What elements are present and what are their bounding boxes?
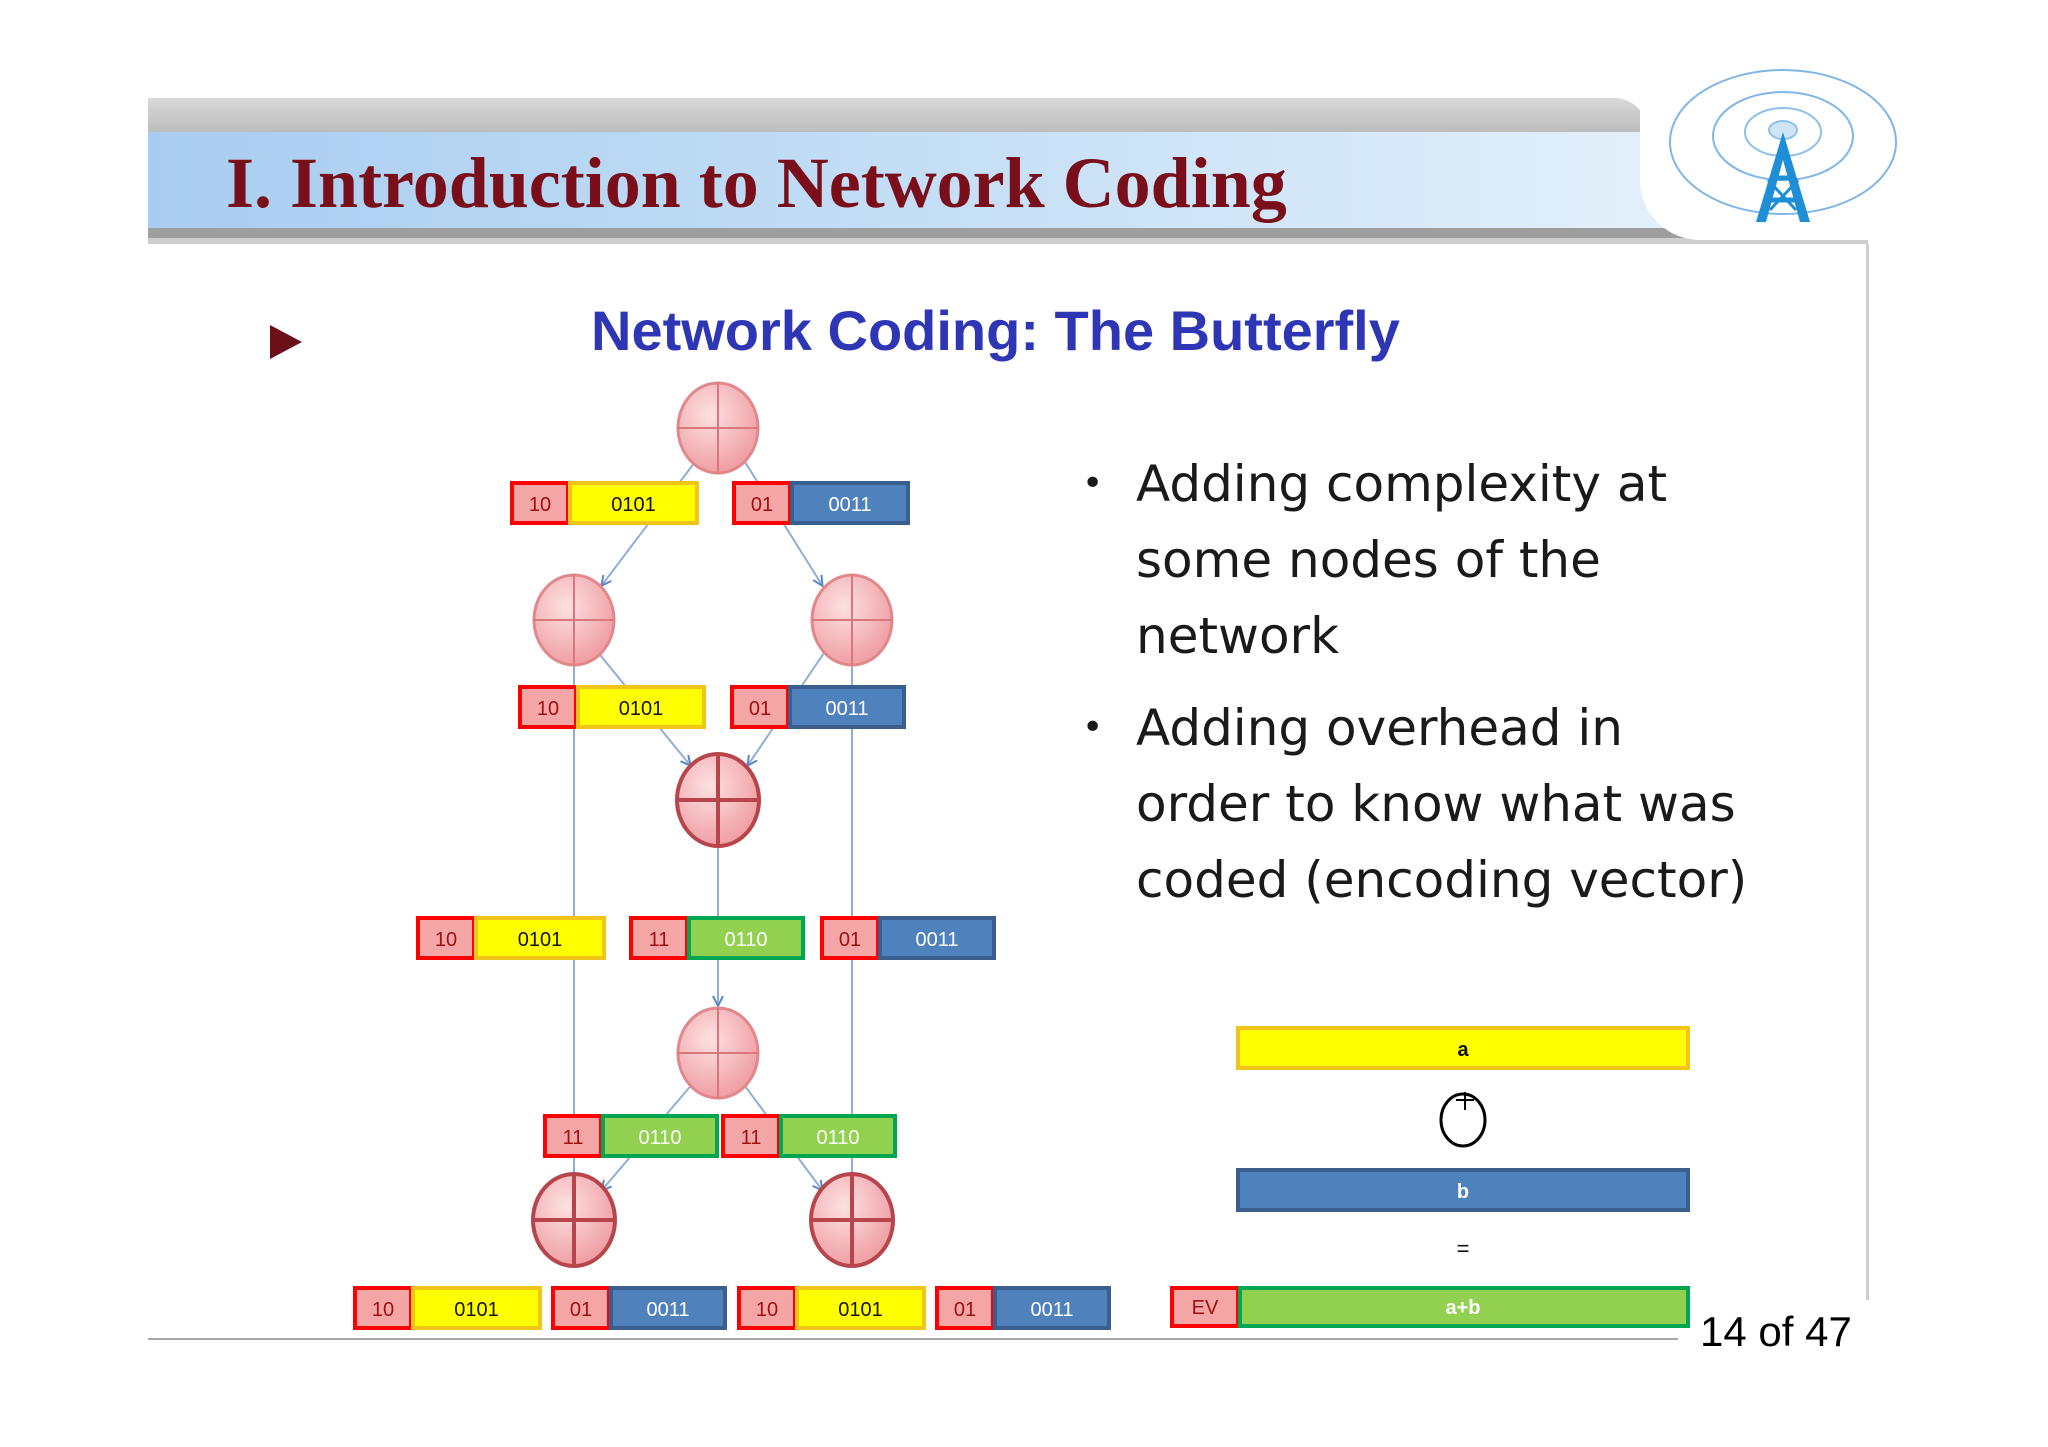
encoding-vector-label: 01 [749,698,771,720]
encoding-vector-label: 10 [529,494,551,516]
packet-r5c: 10 0101 [737,1286,926,1330]
payload-box [576,685,706,729]
xor-node-sink-right [809,1172,895,1268]
encoding-vector-label: 11 [649,929,670,951]
packet-r3b: 11 0110 [629,916,805,960]
payload-box [779,1114,897,1158]
payload-label: 0011 [1030,1299,1073,1321]
page-title: I. Introduction to Network Coding [226,143,1287,223]
header-frame [148,98,1648,132]
packet-r3c: 01 0011 [820,916,996,960]
payload-box [687,916,805,960]
encoding-vector-label: 10 [756,1299,778,1321]
payload-box [795,1286,926,1330]
bullet-dot-icon: • [1082,463,1104,504]
bullet-1-line-3: network [1136,607,1340,665]
packet-r3a: 10 0101 [416,916,606,960]
packet-r5b: 01 0011 [551,1286,727,1330]
encoding-vector-label: 10 [435,929,457,951]
packet-r2b: 01 0011 [730,685,906,729]
payload-label: 0101 [454,1299,499,1321]
legend-equals: = [1457,1236,1470,1261]
bullet-2-line-3: coded (encoding vector) [1136,851,1748,909]
payload-label: 0011 [828,494,871,516]
legend-b-bar: b [1236,1168,1690,1212]
encoding-vector-box [730,685,790,729]
legend-ev-label: EV [1192,1297,1219,1319]
xor-symbol-icon [1439,1092,1487,1148]
legend-b-label: b [1457,1181,1469,1203]
payload-label: 0101 [611,494,656,516]
encoding-vector-label: 10 [372,1299,394,1321]
payload-box [788,685,906,729]
section-heading-text: Network Coding: The Butterfly [591,299,1400,362]
payload-box [568,481,699,525]
packet-r5d: 01 0011 [935,1286,1111,1330]
encoding-vector-label: 01 [954,1299,976,1321]
payload-box [601,1114,719,1158]
packet-r1b: 01 0011 [732,481,910,525]
encoding-vector-box [510,481,570,525]
encoding-vector-box [353,1286,413,1330]
payload-box [609,1286,727,1330]
page-counter: 14 of 47 [1700,1308,1852,1355]
bullet-1-line-1: Adding complexity at [1136,455,1668,513]
payload-label: 0101 [619,698,664,720]
payload-label: 0011 [825,698,868,720]
payload-label: 0101 [518,929,563,951]
antenna-logo-icon [1669,69,1897,222]
encoding-vector-label: 01 [839,929,861,951]
legend: a b = EV a+b [1170,1026,1690,1328]
payload-label: 0011 [646,1299,689,1321]
payload-label: 0110 [816,1127,859,1149]
encoding-vector-box [551,1286,611,1330]
payload-box [474,916,606,960]
legend-a-label: a [1457,1039,1469,1061]
encoding-vector-box [737,1286,797,1330]
bullet-1-line-2: some nodes of the [1136,531,1601,589]
content-bottom-line [148,1338,1678,1340]
packet-r4a: 11 0110 [543,1114,719,1158]
xor-node-relay [676,1006,760,1100]
legend-sum-label: a+b [1445,1297,1480,1319]
title-divider-shadow [148,238,1868,244]
encoding-vector-label: 01 [751,494,773,516]
xor-node-source [676,381,760,475]
payload-box [878,916,996,960]
triangle-bullet-icon [270,325,302,359]
encoding-vector-box [732,481,792,525]
payload-label: 0101 [838,1299,883,1321]
encoding-vector-label: 11 [563,1127,584,1149]
payload-label: 0110 [724,929,767,951]
bullet-2-line-2: order to know what was [1136,775,1736,833]
bullet-dot-icon: • [1082,707,1104,748]
packet-r4b: 11 0110 [721,1114,897,1158]
title-band [148,132,1678,228]
legend-a-bar: a [1236,1026,1690,1070]
payload-box [993,1286,1111,1330]
payload-box [790,481,910,525]
payload-label: 0110 [638,1127,681,1149]
title-divider [148,228,1868,238]
bullet-2-line-1: Adding overhead in [1136,699,1623,757]
payload-label: 0011 [915,929,958,951]
packet-r5a: 10 0101 [353,1286,542,1330]
payload-box [411,1286,542,1330]
xor-node-left [532,573,616,667]
legend-sum-bar: EV a+b [1170,1286,1690,1328]
encoding-vector-label: 10 [537,698,559,720]
packet-r1a: 10 0101 [510,481,699,525]
encoding-vector-label: 01 [570,1299,592,1321]
encoding-vector-label: 11 [741,1127,762,1149]
packet-r2a: 10 0101 [518,685,706,729]
xor-node-right [810,573,894,667]
xor-node-sink-left [531,1172,617,1268]
xor-node-coding [675,752,761,848]
content-frame-border [1866,244,1869,1300]
